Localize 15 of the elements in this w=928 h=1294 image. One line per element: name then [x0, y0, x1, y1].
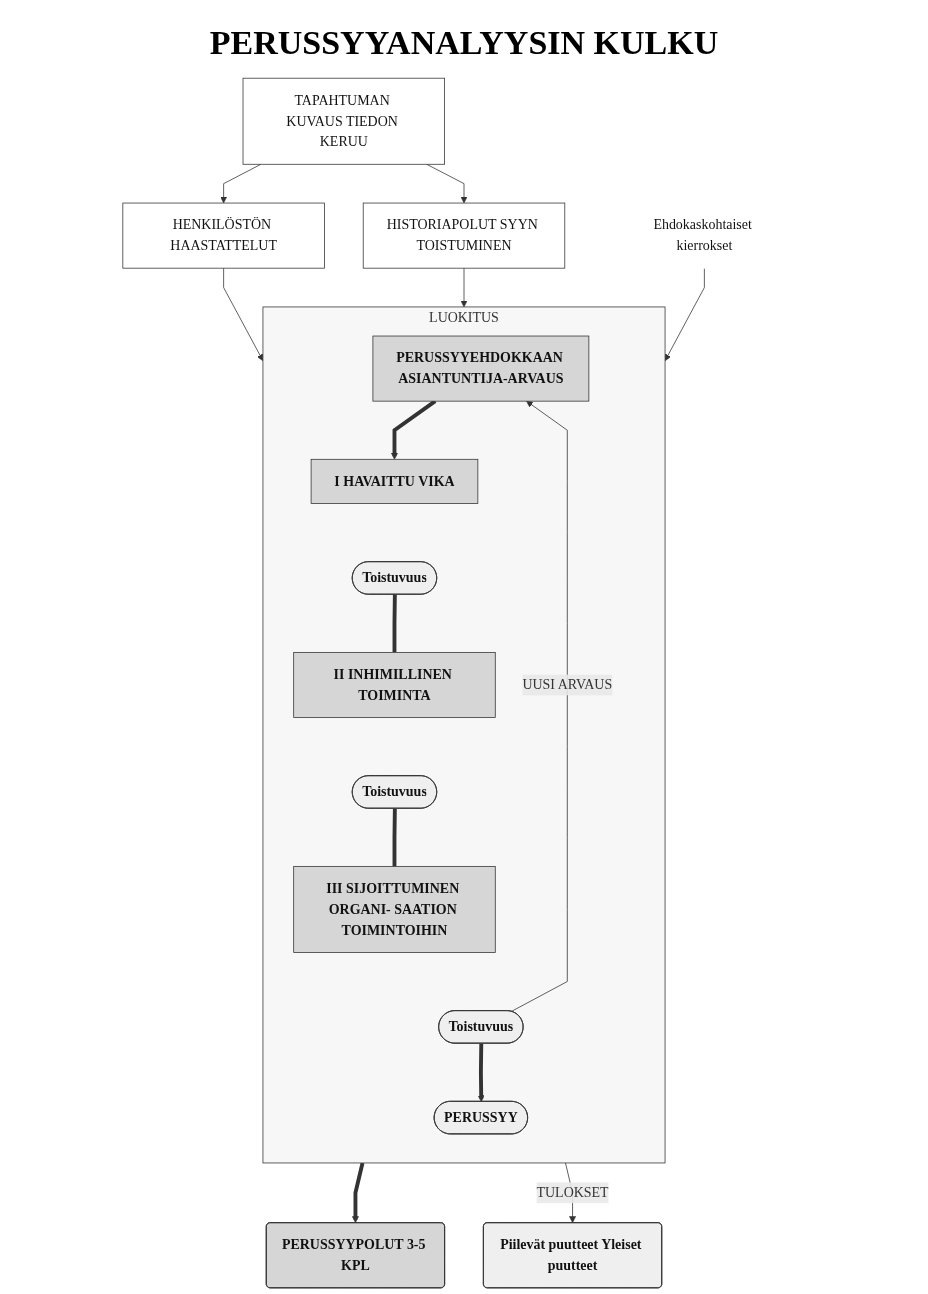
node-box: HENKILÖSTÖN HAASTATTELUT — [122, 202, 325, 269]
arrow — [352, 1162, 365, 1223]
edge-label: TULOKSET — [536, 1184, 609, 1201]
edge-label: UUSI ARVAUS — [522, 676, 613, 693]
node-box: PERUSSYYEHDOKKAAN ASIANTUNTIJA-ARVAUS — [372, 335, 590, 402]
connector — [392, 808, 397, 867]
diagram-title: PERUSSYYANALYYSIN KULKU — [209, 24, 719, 62]
node-box: II INHIMILLINEN TOIMINTA — [293, 652, 496, 718]
node-box: HISTORIAPOLUT SYYN TOISTUMINEN — [362, 202, 566, 269]
connector — [392, 594, 397, 653]
node-box: III SIJOITTUMINEN ORGANI- SAATION TOIMINTOIHIN — [293, 866, 496, 953]
node-box: TAPAHTUMAN KUVAUS TIEDON KERUU — [242, 77, 445, 165]
node-text: Ehdokaskohtaiset kierrokset — [653, 217, 752, 254]
arrow — [477, 1043, 485, 1102]
node-box: I HAVAITTU VIKA — [310, 458, 479, 504]
